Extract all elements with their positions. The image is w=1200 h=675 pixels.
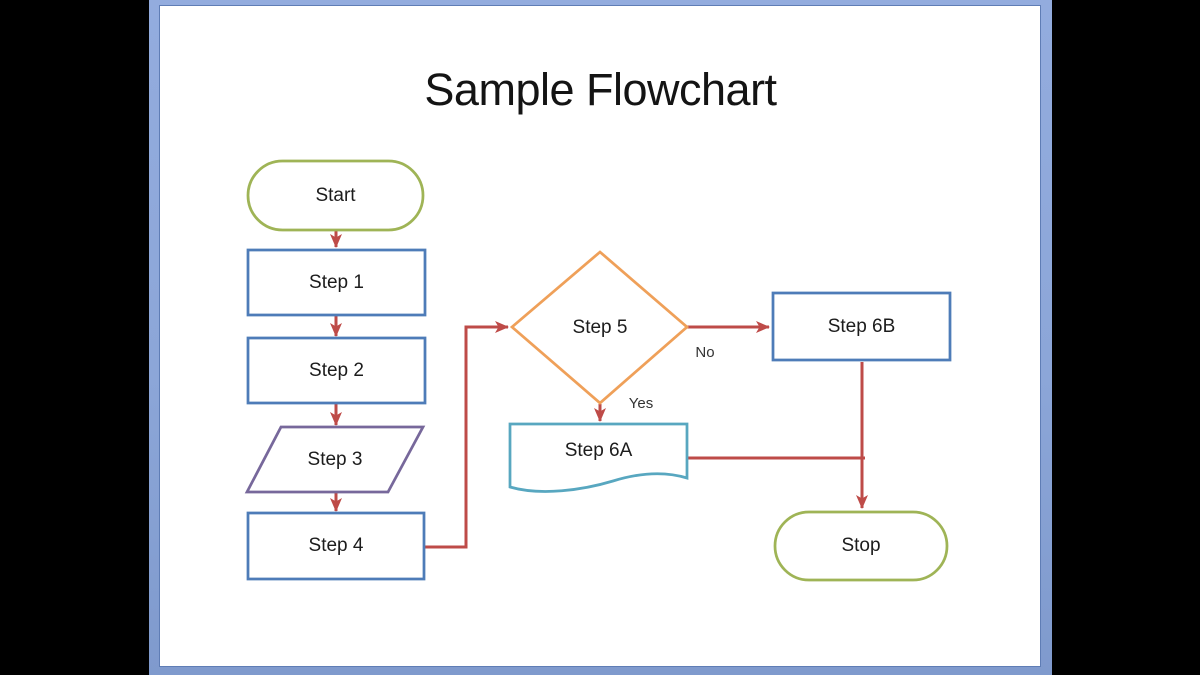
page-title: Sample Flowchart	[424, 64, 777, 115]
step5-label: Step 5	[572, 316, 628, 338]
step3-label: Step 3	[307, 448, 363, 470]
arrow-step4-to-step5	[424, 321, 509, 549]
step6a-document-shape	[508, 422, 689, 493]
edge-label-yes: Yes	[628, 394, 654, 412]
step2-label: Step 2	[309, 359, 364, 381]
step6b-label: Step 6B	[827, 315, 896, 337]
slide-frame: Sample Flowchart Start Step 1 Step 2 Ste…	[149, 0, 1052, 675]
stop-terminator-shape	[773, 510, 949, 582]
start-label: Start	[315, 184, 356, 206]
step2-process-shape	[246, 336, 427, 405]
step4-process-shape	[246, 511, 426, 581]
start-terminator-shape	[246, 159, 425, 232]
step5-decision-diamond-shape	[509, 250, 690, 405]
edge-label-no: No	[695, 343, 715, 361]
node-group	[244, 159, 952, 582]
step6b-process-shape	[771, 291, 952, 362]
step3-parallelogram-shape	[244, 425, 426, 494]
step6a-label: Step 6A	[564, 440, 633, 461]
stop-label: Stop	[841, 535, 881, 556]
step1-label: Step 1	[309, 271, 364, 293]
step1-process-shape	[246, 248, 427, 317]
flowchart-svg	[244, 159, 952, 582]
step4-label: Step 4	[308, 535, 364, 556]
connector-group	[330, 231, 868, 549]
